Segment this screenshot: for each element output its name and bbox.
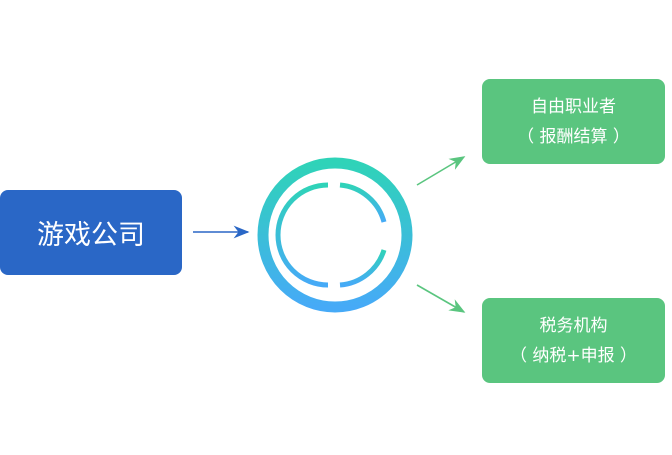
arrow-to-tax-agency (416, 284, 466, 313)
tax-agency-sublabel: （ 纳税+申报 ） (509, 345, 638, 366)
game-company-box: 游戏公司 (0, 190, 182, 275)
freelancer-box: 自由职业者 （ 报酬结算 ） (482, 79, 665, 164)
arrow-to-freelancer (416, 156, 466, 186)
tax-agency-box: 税务机构 （ 纳税+申报 ） (482, 298, 665, 383)
freelancer-sublabel: （ 报酬结算 ） (517, 126, 630, 147)
tax-agency-label: 税务机构 (539, 315, 608, 336)
platform-logo-icon (257, 157, 413, 313)
freelancer-label: 自由职业者 (531, 96, 616, 117)
game-company-label: 游戏公司 (37, 220, 145, 251)
